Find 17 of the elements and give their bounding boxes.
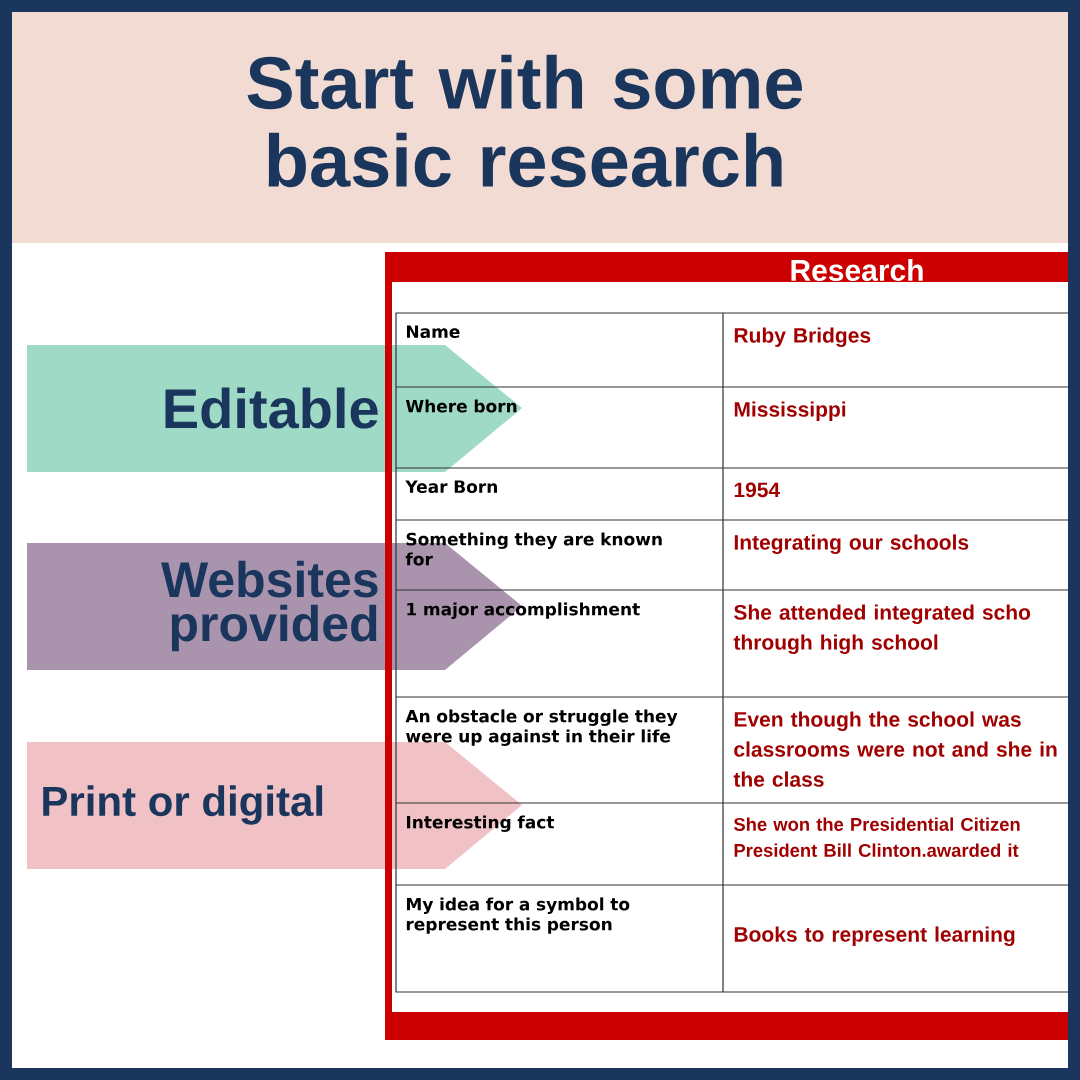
row-label: My idea for a symbol to represent this person	[406, 897, 630, 934]
row-label: Year Born	[405, 480, 497, 494]
row-label: 1 major accomplishment	[407, 602, 640, 619]
answer-text: Even though the school was classrooms were not and she in the class	[733, 711, 1057, 787]
answer-text: Mississippi	[734, 401, 846, 421]
answer-text: Ruby Bridges	[734, 327, 871, 348]
row-label: Interesting fact	[406, 815, 555, 832]
answer-text: She attended integrated scho through high school	[733, 604, 1031, 655]
answer-text: She won the Presidential Citizen President Bill Clinton.awarded it	[733, 817, 1020, 857]
row-label: Where born	[405, 399, 517, 413]
answer-text: 1954	[734, 482, 780, 498]
worksheet-heading: Research	[791, 259, 923, 281]
title: Start with some basic research	[247, 54, 802, 188]
answer-text: Integrating our schools	[734, 534, 969, 555]
answer-text: Books to represent learning	[734, 926, 1015, 947]
row-label: An obstacle or struggle they were up against in their life	[405, 709, 678, 746]
row-label: Something they are known for	[405, 532, 662, 566]
